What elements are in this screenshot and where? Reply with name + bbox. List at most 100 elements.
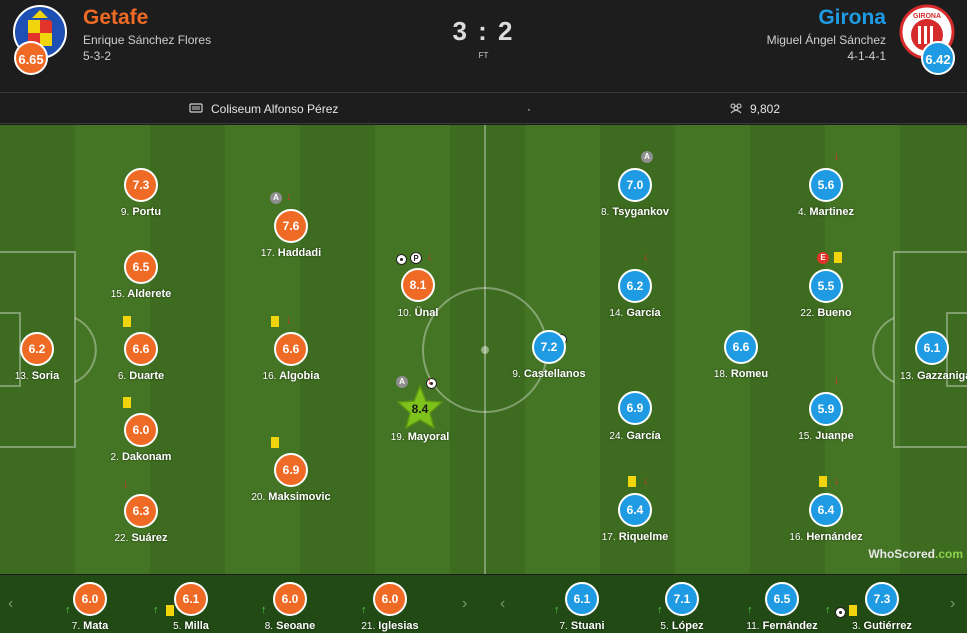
sub-name-gutierrez[interactable]: 3. Gutiérrez	[852, 620, 912, 632]
sub-rating-fernandez[interactable]: 6.5	[765, 582, 799, 616]
player-rating-suarez[interactable]: 6.3	[124, 494, 158, 528]
home-team-rating: 6.65	[14, 41, 48, 75]
player-name-portu[interactable]: 9. Portu	[120, 206, 162, 218]
player-name-suarez[interactable]: 22. Suárez	[114, 532, 168, 544]
player-name-alderete[interactable]: 15. Alderete	[110, 288, 172, 300]
player-name-soria[interactable]: 13. Soria	[14, 370, 60, 382]
svg-text:GIRONA: GIRONA	[913, 13, 941, 20]
player-rating-alderete[interactable]: 6.5	[124, 250, 158, 284]
stadium-icon	[189, 103, 203, 113]
attendance-count: 9,802	[750, 102, 781, 116]
player-rating-martinez[interactable]: 5.6	[809, 168, 843, 202]
yellow-card-icon	[849, 605, 857, 616]
sub-name-stuani[interactable]: 7. Stuani	[559, 620, 605, 632]
assist-icon: A	[396, 376, 408, 388]
sub-rating-iglesias[interactable]: 6.0	[373, 582, 407, 616]
yellow-card-icon	[834, 252, 842, 263]
player-rating-gazzaniga[interactable]: 6.1	[915, 331, 949, 365]
yellow-card-icon	[123, 397, 131, 408]
away-substitutes: ‹ ↑ 6.1 7. Stuani ↑ 7.1 5. López ↑ 6.5 1…	[484, 575, 967, 633]
player-rating-juanpe[interactable]: 5.9	[809, 392, 843, 426]
sub-rating-lopez[interactable]: 7.1	[665, 582, 699, 616]
player-name-garcia-14[interactable]: 14. García	[609, 307, 661, 319]
sub-rating-milla[interactable]: 6.1	[174, 582, 208, 616]
player-name-hernandez[interactable]: 16. Hernández	[789, 531, 863, 543]
player-rating-garcia-14[interactable]: 6.2	[618, 269, 652, 303]
player-name-gazzaniga[interactable]: 13. Gazzaniga	[900, 370, 967, 382]
substitutes-bar: ‹ ↑ 6.0 7. Mata ↑ 6.1 5. Milla ↑ 6.0 8. …	[0, 575, 967, 633]
pitch: 6.2 13. Soria 7.3 9. Portu 6.5 15. Alder…	[0, 125, 967, 574]
goal-ball-icon	[426, 378, 438, 389]
player-name-martinez[interactable]: 4. Martinez	[797, 206, 855, 218]
player-rating-portu[interactable]: 7.3	[124, 168, 158, 202]
sub-on-icon: ↑	[825, 604, 831, 616]
assist-icon: A	[641, 151, 653, 163]
player-rating-garcia-24[interactable]: 6.9	[618, 391, 652, 425]
player-rating-maksimovic[interactable]: 6.9	[274, 453, 308, 487]
yellow-card-icon	[628, 476, 636, 487]
player-name-algobia[interactable]: 16. Algobia	[262, 370, 320, 382]
sub-name-fernandez[interactable]: 11. Fernández	[746, 620, 818, 632]
home-subs-next-button[interactable]: ›	[462, 595, 468, 612]
sub-rating-mata[interactable]: 6.0	[73, 582, 107, 616]
penalty-icon: P	[410, 252, 422, 264]
sub-name-lopez[interactable]: 5. López	[660, 620, 704, 632]
player-name-duarte[interactable]: 6. Duarte	[117, 370, 165, 382]
away-subs-next-button[interactable]: ›	[950, 595, 956, 612]
yellow-card-icon	[271, 316, 279, 327]
player-rating-tsygankov[interactable]: 7.0	[618, 168, 652, 202]
sub-name-milla[interactable]: 5. Milla	[173, 620, 209, 632]
sub-on-icon: ↑	[261, 604, 267, 616]
player-name-romeu[interactable]: 18. Romeu	[713, 368, 769, 380]
player-rating-romeu[interactable]: 6.6	[724, 330, 758, 364]
match-status: FT	[478, 51, 489, 60]
player-name-mayoral[interactable]: 19. Mayoral	[390, 431, 450, 443]
sub-name-seoane[interactable]: 8. Seoane	[264, 620, 316, 632]
player-name-riquelme[interactable]: 17. Riquelme	[601, 531, 669, 543]
home-team-name[interactable]: Getafe	[83, 6, 149, 29]
player-name-tsygankov[interactable]: 8. Tsygankov	[600, 206, 670, 218]
sub-rating-gutierrez[interactable]: 7.3	[865, 582, 899, 616]
player-rating-unal[interactable]: 8.1	[401, 268, 435, 302]
player-rating-castellanos[interactable]: 7.2	[532, 330, 566, 364]
away-formation: 4-1-4-1	[847, 49, 886, 63]
sub-name-mata[interactable]: 7. Mata	[71, 620, 109, 632]
yellow-card-icon	[123, 316, 131, 327]
goal-ball-icon	[396, 254, 407, 265]
player-name-castellanos[interactable]: 9. Castellanos	[512, 368, 586, 380]
player-name-juanpe[interactable]: 15. Juanpe	[798, 430, 854, 442]
player-rating-riquelme[interactable]: 6.4	[618, 493, 652, 527]
player-rating-duarte[interactable]: 6.6	[124, 332, 158, 366]
player-rating-soria[interactable]: 6.2	[20, 332, 54, 366]
player-rating-dakonam[interactable]: 6.0	[124, 413, 158, 447]
home-subs-prev-button[interactable]: ‹	[8, 595, 14, 612]
away-team-rating: 6.42	[921, 41, 955, 75]
player-rating-mayoral[interactable]: 8.4	[411, 402, 429, 416]
player-name-bueno[interactable]: 22. Bueno	[800, 307, 852, 319]
away-manager: Miguel Ángel Sánchez	[766, 33, 886, 47]
sub-off-icon: ↓	[286, 314, 292, 326]
sub-off-icon: ↓	[123, 478, 129, 490]
player-rating-bueno[interactable]: 5.5	[809, 269, 843, 303]
match-header: 6.65 Getafe Enrique Sánchez Flores 5-3-2…	[0, 0, 967, 91]
goal-ball-icon	[835, 607, 846, 618]
player-rating-haddadi[interactable]: 7.6	[274, 209, 308, 243]
player-name-unal[interactable]: 10. Ünal	[397, 307, 439, 319]
sub-name-iglesias[interactable]: 21. Iglesias	[361, 620, 419, 632]
player-name-haddadi[interactable]: 17. Haddadi	[260, 247, 322, 259]
player-name-dakonam[interactable]: 2. Dakonam	[110, 451, 172, 463]
sub-off-icon: ↓	[834, 475, 840, 487]
match-info-bar: Coliseum Alfonso Pérez · 9,802	[0, 92, 967, 124]
player-name-maksimovic[interactable]: 20. Maksimovic	[251, 491, 331, 503]
whoscored-watermark: WhoScored.com	[868, 547, 963, 561]
sub-on-icon: ↑	[361, 604, 367, 616]
player-rating-hernandez[interactable]: 6.4	[809, 493, 843, 527]
player-rating-algobia[interactable]: 6.6	[274, 332, 308, 366]
away-team-name[interactable]: Girona	[818, 6, 886, 29]
yellow-card-icon	[166, 605, 174, 616]
player-name-garcia-24[interactable]: 24. García	[609, 430, 661, 442]
sub-rating-seoane[interactable]: 6.0	[273, 582, 307, 616]
match-score: 3 : 2	[452, 16, 515, 46]
away-subs-prev-button[interactable]: ‹	[500, 595, 506, 612]
sub-rating-stuani[interactable]: 6.1	[565, 582, 599, 616]
